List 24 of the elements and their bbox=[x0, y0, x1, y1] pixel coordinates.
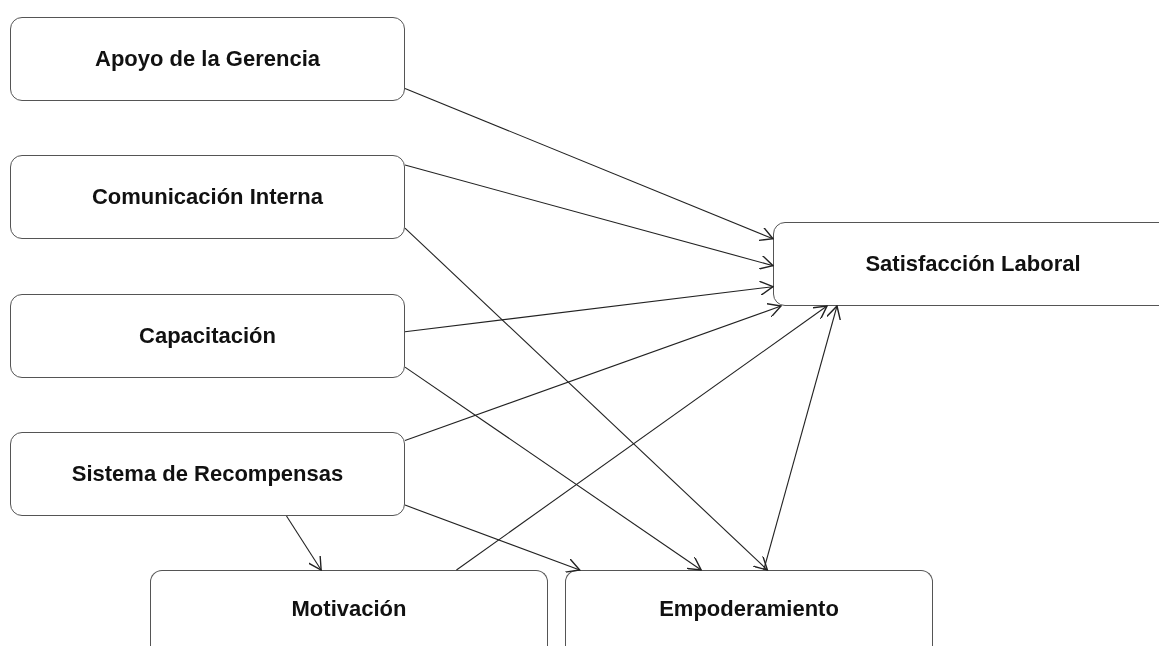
arrow bbox=[404, 87, 774, 242]
box-label: Comunicación Interna bbox=[91, 184, 323, 210]
box-label: Capacitación bbox=[139, 323, 276, 349]
box-label: Satisfacción Laboral bbox=[865, 251, 1081, 277]
box-label: Motivación bbox=[291, 595, 407, 622]
process-box bbox=[565, 570, 933, 646]
process-box bbox=[773, 222, 1159, 306]
arrow bbox=[404, 366, 702, 571]
process-box bbox=[10, 432, 405, 516]
box-label: Sistema de Recompensas bbox=[71, 461, 344, 487]
process-box bbox=[10, 294, 405, 378]
arrow bbox=[404, 164, 774, 270]
box-label: Apoyo de la Gerencia bbox=[95, 46, 320, 72]
arrow bbox=[404, 227, 769, 571]
arrow bbox=[763, 305, 841, 571]
process-box bbox=[10, 155, 405, 239]
arrow bbox=[455, 305, 828, 571]
arrow bbox=[404, 280, 774, 333]
arrow bbox=[404, 303, 782, 441]
process-box bbox=[150, 570, 548, 646]
box-label: Empoderamiento bbox=[659, 595, 839, 622]
arrow bbox=[404, 504, 581, 573]
arrow bbox=[285, 515, 322, 571]
process-box bbox=[10, 17, 405, 101]
